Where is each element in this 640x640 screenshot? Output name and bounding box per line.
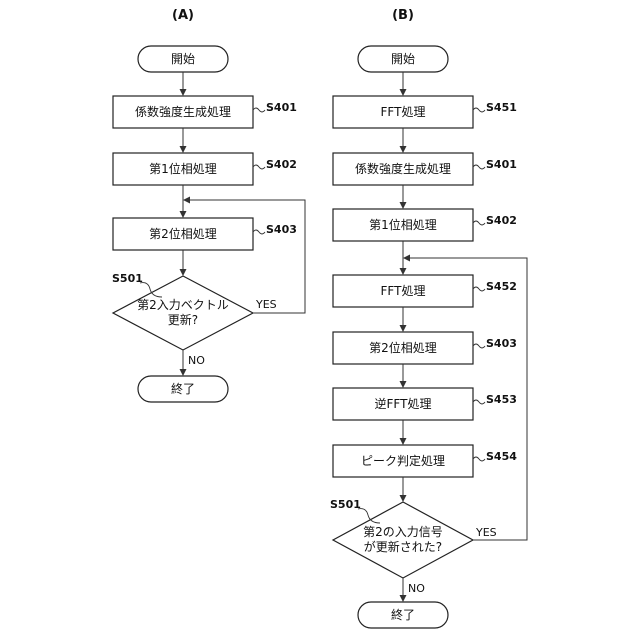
a-decision-label: 第2入力ベクトル 更新? (118, 296, 248, 330)
a-decision-code: S501 (112, 272, 143, 285)
b-step-s451-label: FFT処理 (333, 96, 473, 128)
a-step-s403-label: 第2位相処理 (113, 218, 253, 250)
b-s403-leader (473, 344, 485, 348)
b-step-s454-label: ピーク判定処理 (333, 445, 473, 477)
b-decision-yes-label: YES (476, 526, 497, 539)
a-s401-leader (253, 108, 265, 112)
b-decision-label: 第2の入力信号 が更新された? (338, 523, 468, 557)
a-step-s402-code: S402 (266, 158, 297, 171)
a-start-label: 開始 (138, 46, 228, 72)
a-step-s401-label: 係数強度生成処理 (113, 96, 253, 128)
a-end-label: 終了 (138, 376, 228, 402)
b-s401-leader (473, 165, 485, 169)
b-s452-leader (473, 287, 485, 291)
a-decision-no-label: NO (188, 354, 205, 367)
b-s454-leader (473, 457, 485, 461)
b-step-s451-code: S451 (486, 101, 517, 114)
b-step-s453-code: S453 (486, 393, 517, 406)
b-s451-leader (473, 108, 485, 112)
b-step-s452-code: S452 (486, 280, 517, 293)
b-s402-leader (473, 221, 485, 225)
a-step-s401-code: S401 (266, 101, 297, 114)
a-s403-leader (253, 230, 265, 234)
a-decision-yes-label: YES (256, 298, 277, 311)
b-step-s452-label: FFT処理 (333, 275, 473, 307)
a-step-s402-label: 第1位相処理 (113, 153, 253, 185)
a-step-s403-code: S403 (266, 223, 297, 236)
b-start-label: 開始 (358, 46, 448, 72)
panel-b-title: (B) (373, 8, 433, 23)
b-step-s402-code: S402 (486, 214, 517, 227)
b-decision-no-label: NO (408, 582, 425, 595)
b-s453-leader (473, 400, 485, 404)
b-step-s402-label: 第1位相処理 (333, 209, 473, 241)
panel-a-title: (A) (153, 8, 213, 23)
b-step-s401-code: S401 (486, 158, 517, 171)
b-decision-code: S501 (330, 498, 361, 511)
b-step-s403-code: S403 (486, 337, 517, 350)
b-step-s403-label: 第2位相処理 (333, 332, 473, 364)
b-step-s453-label: 逆FFT処理 (333, 388, 473, 420)
b-step-s454-code: S454 (486, 450, 517, 463)
a-s402-leader (253, 165, 265, 169)
b-step-s401-label: 係数強度生成処理 (333, 153, 473, 185)
b-end-label: 終了 (358, 602, 448, 628)
